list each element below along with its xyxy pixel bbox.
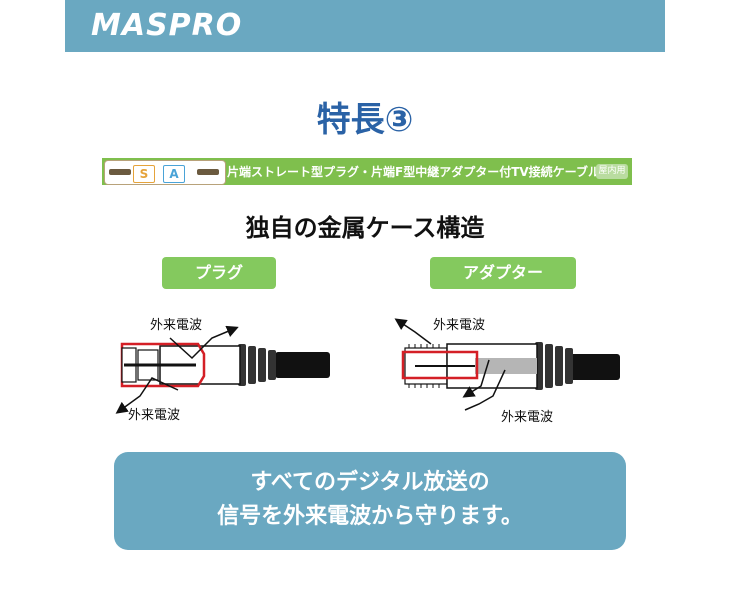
plug-wave-label-top: 外来電波 xyxy=(150,318,203,333)
plug-label: プラグ xyxy=(162,257,276,289)
header-bar: MASPRO xyxy=(65,0,665,52)
a-type-badge: A xyxy=(163,165,185,183)
adapter-diagram: 外来電波 外来電波 xyxy=(385,300,625,430)
product-description: 片端ストレート型プラグ・片端F型中継アダプター付TV接続ケーブル xyxy=(227,165,600,179)
section-title: 独自の金属ケース構造 xyxy=(245,214,485,242)
banner-line-2: 信号を外来電波から守ります。 xyxy=(217,504,523,529)
product-strip: S A 片端ストレート型プラグ・片端F型中継アダプター付TV接続ケーブル 屋内用 xyxy=(102,158,632,185)
adapter-label: アダプター xyxy=(430,257,576,289)
s-type-badge: S xyxy=(133,165,155,183)
adapter-cross-section-icon xyxy=(394,318,620,411)
right-plug-icon xyxy=(197,169,219,175)
adapter-wave-label-top: 外来電波 xyxy=(433,318,486,333)
indoor-badge: 屋内用 xyxy=(596,164,628,179)
left-plug-icon xyxy=(109,169,131,175)
plug-wave-label-bottom: 外来電波 xyxy=(128,408,181,423)
plug-diagram: 外来電波 外来電波 xyxy=(100,300,340,430)
feature-title: 特長③ xyxy=(316,100,414,140)
adapter-wave-label-bottom: 外来電波 xyxy=(501,410,554,425)
message-banner: すべてのデジタル放送の 信号を外来電波から守ります。 xyxy=(114,452,626,550)
plug-cross-section-icon xyxy=(115,325,330,414)
banner-line-1: すべてのデジタル放送の xyxy=(250,470,490,495)
cable-illustration: S A xyxy=(104,160,226,185)
maspro-logo: MASPRO xyxy=(91,8,243,43)
